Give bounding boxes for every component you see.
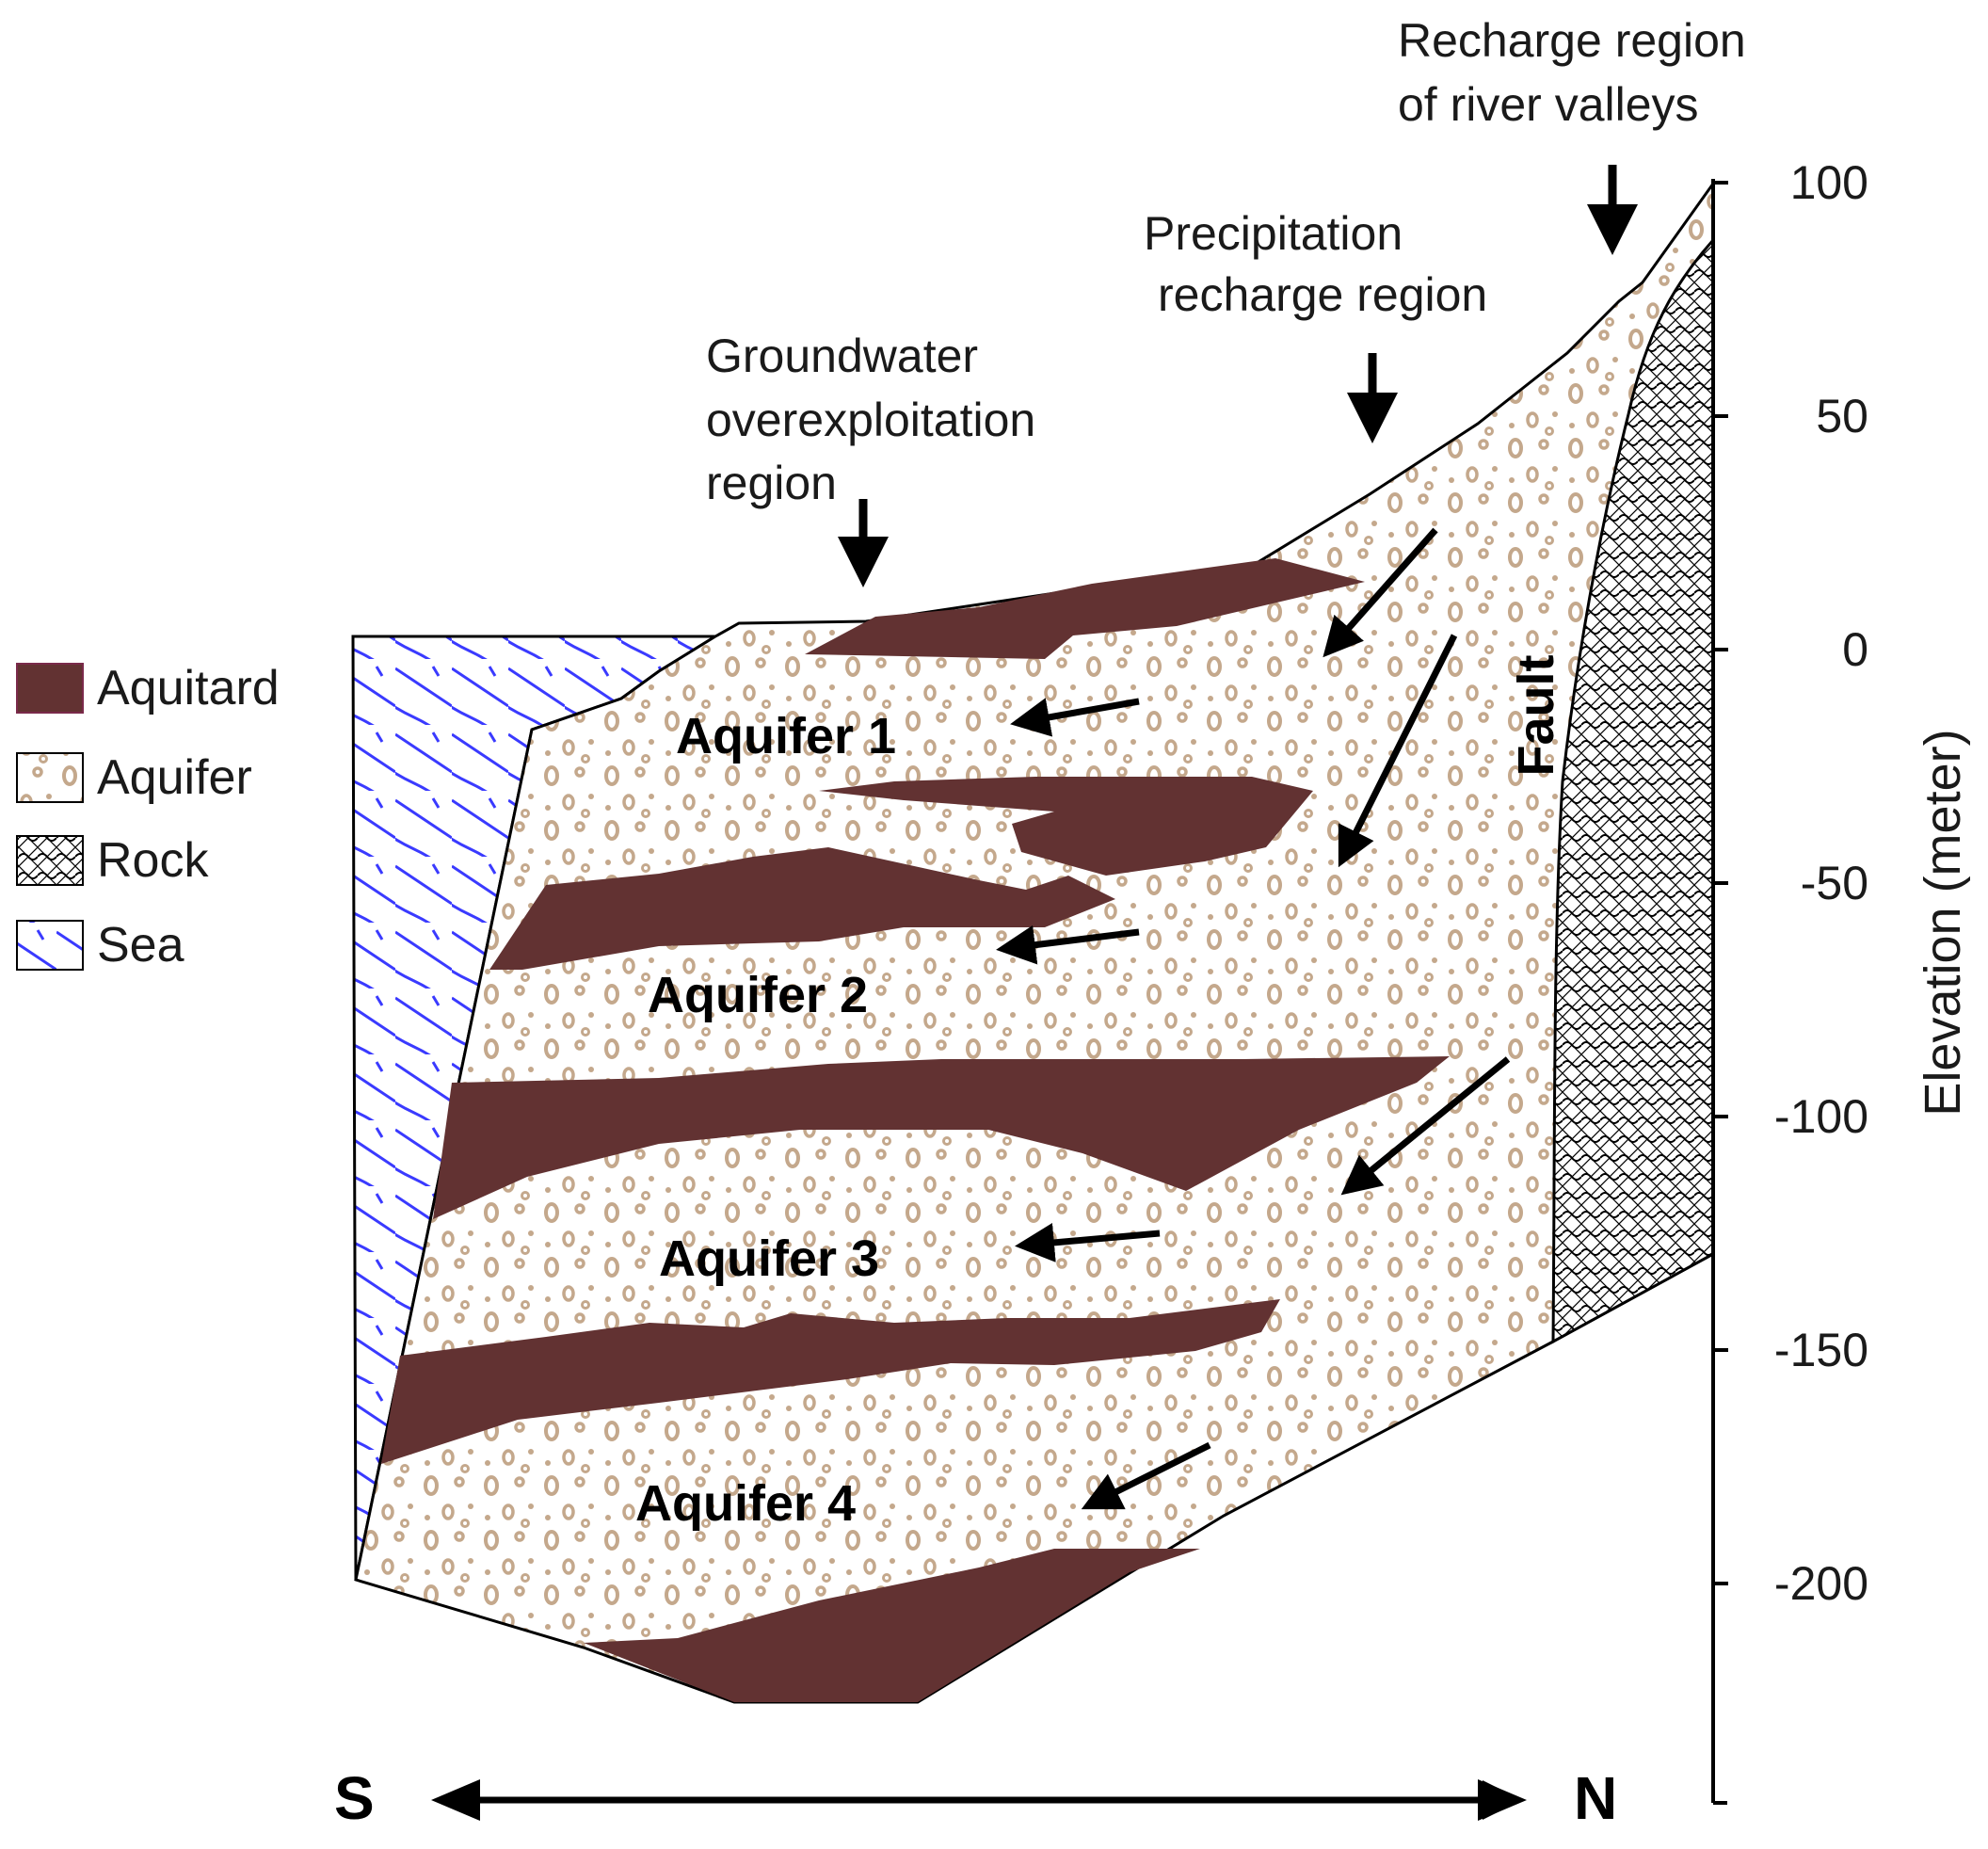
aquifer-4-label: Aquifer 4 xyxy=(635,1475,856,1532)
aquitard-layer-6 xyxy=(584,1549,1200,1702)
aquifer-1-label: Aquifer 1 xyxy=(676,708,896,764)
axis-tick-label: 50 xyxy=(1816,390,1868,442)
aquitard-layer-3 xyxy=(489,847,1115,970)
aquitard-layer-4 xyxy=(433,1056,1450,1219)
aquitard-swatch-icon xyxy=(16,663,84,714)
axis-tick-label: 0 xyxy=(1842,623,1868,676)
overexploitation-label-line-1: Groundwater xyxy=(706,330,978,382)
aquitard-layer-2 xyxy=(819,777,1313,876)
fault-label: Fault xyxy=(1508,654,1564,776)
legend-label-aquitard: Aquitard xyxy=(97,661,280,715)
axis-tick-label: -150 xyxy=(1774,1324,1868,1376)
aquitard-layer-1 xyxy=(805,558,1365,659)
south-arrowhead xyxy=(431,1779,480,1821)
recharge-flow-arrow-1 xyxy=(1323,527,1438,658)
legend-label-rock: Rock xyxy=(97,833,209,888)
aquifer-2-label: Aquifer 2 xyxy=(648,967,868,1023)
flow-arrow-aquifer-3 xyxy=(1015,1222,1161,1262)
flow-arrow-aquifer-1 xyxy=(1010,698,1140,737)
aquitard-layer-5 xyxy=(381,1299,1280,1464)
precipitation-label-line-2: recharge region xyxy=(1158,268,1487,321)
axis-tick-label: -50 xyxy=(1801,857,1868,909)
overexploitation-label-line-3: region xyxy=(706,457,837,509)
aquifer-3-label: Aquifer 3 xyxy=(659,1230,879,1287)
river-valleys-label-line-2: of river valleys xyxy=(1398,78,1699,131)
north-arrowhead xyxy=(1478,1779,1527,1821)
river-valleys-label-line-1: Recharge region xyxy=(1398,14,1746,67)
legend-label-sea: Sea xyxy=(97,918,184,973)
overexploitation-label-line-2: overexploitation xyxy=(706,394,1035,446)
axis-tick-label: -100 xyxy=(1774,1090,1868,1143)
precipitation-label-line-1: Precipitation xyxy=(1144,207,1403,260)
legend-label-aquifer: Aquifer xyxy=(97,750,252,805)
axis-tick-label: -200 xyxy=(1774,1557,1868,1610)
legend: Aquitard Aquifer Rock Sea xyxy=(16,661,280,973)
recharge-flow-arrow-3 xyxy=(1340,1056,1511,1196)
sea-swatch-icon xyxy=(16,920,84,971)
north-label: N xyxy=(1574,1764,1617,1832)
flow-arrow-aquifer-2 xyxy=(996,924,1140,965)
recharge-flow-arrow-2 xyxy=(1338,634,1458,868)
rock-region xyxy=(1551,236,1715,1344)
elevation-axis: 100 50 0 -50 -100 -150 -200 xyxy=(1711,156,1868,1805)
aquifer-swatch-icon xyxy=(16,752,84,803)
axis-tick-label: 100 xyxy=(1790,156,1868,209)
south-label: S xyxy=(334,1764,375,1832)
rock-swatch-icon xyxy=(16,835,84,886)
flow-arrow-aquifer-4 xyxy=(1081,1441,1211,1510)
axis-title: Elevation (meter) xyxy=(1915,729,1971,1116)
